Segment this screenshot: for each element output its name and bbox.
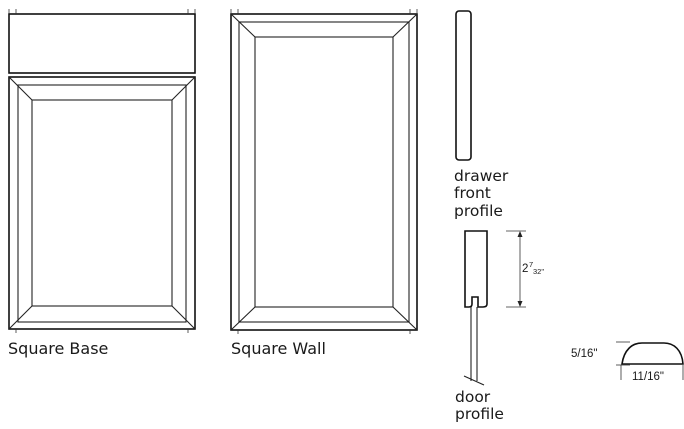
edge-width-dimension: 11/16" <box>632 371 664 383</box>
base-drawer-front <box>8 9 196 74</box>
edge-profile: 5/16" 11/16" <box>571 341 684 383</box>
drawer-front-profile: drawer front profile <box>454 10 509 220</box>
drawer-profile-label-2: front <box>454 184 491 202</box>
door-thickness-denominator: 32" <box>533 267 544 276</box>
square-base-label: Square Base <box>8 339 108 358</box>
door-thickness-whole: 2 <box>522 263 528 275</box>
door-profile-label-1: door <box>455 388 491 406</box>
door-profile-label-2: profile <box>455 405 504 423</box>
square-wall-label: Square Wall <box>231 339 326 358</box>
door-profile: 2 7 32" door profile <box>455 230 544 423</box>
door-thickness-dimension: 2 7 32" <box>522 260 544 276</box>
square-base-cabinet: Square Base <box>8 9 196 358</box>
door-thickness-numerator: 7 <box>529 260 533 269</box>
square-wall-cabinet: Square Wall <box>230 9 418 358</box>
drawer-profile-label-3: profile <box>454 202 503 220</box>
edge-height-dimension: 5/16" <box>571 348 597 360</box>
base-door-panel <box>8 76 196 333</box>
drawer-profile-label-1: drawer <box>454 167 509 185</box>
